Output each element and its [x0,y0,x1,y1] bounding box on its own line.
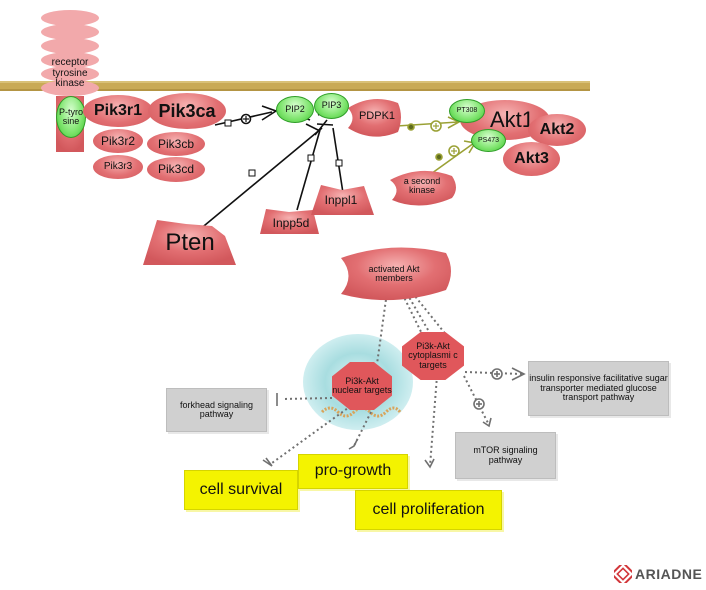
pik3r3-node[interactable]: Pik3r3 [93,155,143,179]
edge-pdpk1-akt1 [396,116,461,132]
nuclear-targets-node[interactable]: Pi3k-Akt nuclear targets [332,362,392,410]
cell-survival-box[interactable]: cell survival [184,470,298,510]
inppl1-shape [311,185,374,215]
receptor-tyrosine-kinase[interactable]: receptor tyrosine kinase [51,57,89,90]
pten-node[interactable]: Pten [165,229,215,257]
ariadne-logo: ARIADNE [614,565,702,583]
forkhead-pathway-box[interactable]: forkhead signaling pathway [166,388,267,432]
pro-growth-box[interactable]: pro-growth [298,454,408,489]
akt3-node[interactable]: Akt3 [503,142,560,176]
edge-second-kinase-akt1 [427,140,477,177]
activated-akt-node[interactable]: activated Akt members [368,263,420,283]
second-kinase-shape [390,170,456,206]
cell-proliferation-box[interactable]: cell proliferation [355,490,502,530]
pip2-node[interactable]: PIP2 [276,96,314,123]
akt2-node[interactable]: Akt2 [528,114,586,146]
pt308-node[interactable]: PT308 [449,99,485,123]
mtor-pathway-box[interactable]: mTOR signaling pathway [455,432,556,479]
pik3cb-node[interactable]: Pik3cb [147,132,205,156]
pdpk1-shape [348,99,401,137]
ariadne-logo-text: ARIADNE [635,566,703,582]
pik3r2-node[interactable]: Pik3r2 [93,129,143,153]
p-tyrosine-node[interactable]: P-tyro sine [56,96,86,138]
receptor-stack [41,10,99,96]
pdpk1-node[interactable]: PDPK1 [358,110,396,123]
activated-akt-shape [341,247,451,301]
pik3r1-node[interactable]: Pik3r1 [83,95,153,127]
insulin-glucose-pathway-box[interactable]: insulin responsive facilitative sugar tr… [528,361,669,416]
pik3ca-node[interactable]: Pik3ca [148,93,226,129]
ariadne-logo-icon [614,565,632,583]
pten-shape [143,220,236,265]
edge-arrowheads [262,367,526,469]
cell-membrane [0,81,590,91]
inpp5d-node[interactable]: Inpp5d [272,215,310,230]
pik3cd-node[interactable]: Pik3cd [147,157,205,182]
ps473-node[interactable]: PS473 [471,129,506,152]
inpp5d-shape [260,209,319,234]
second-kinase-node[interactable]: a second kinase [403,175,441,195]
pip3-node[interactable]: PIP3 [314,93,349,119]
cytoplasmic-targets-node[interactable]: Pi3k-Akt cytoplasmi c targets [402,332,464,380]
inppl1-node[interactable]: Inppl1 [324,192,358,207]
